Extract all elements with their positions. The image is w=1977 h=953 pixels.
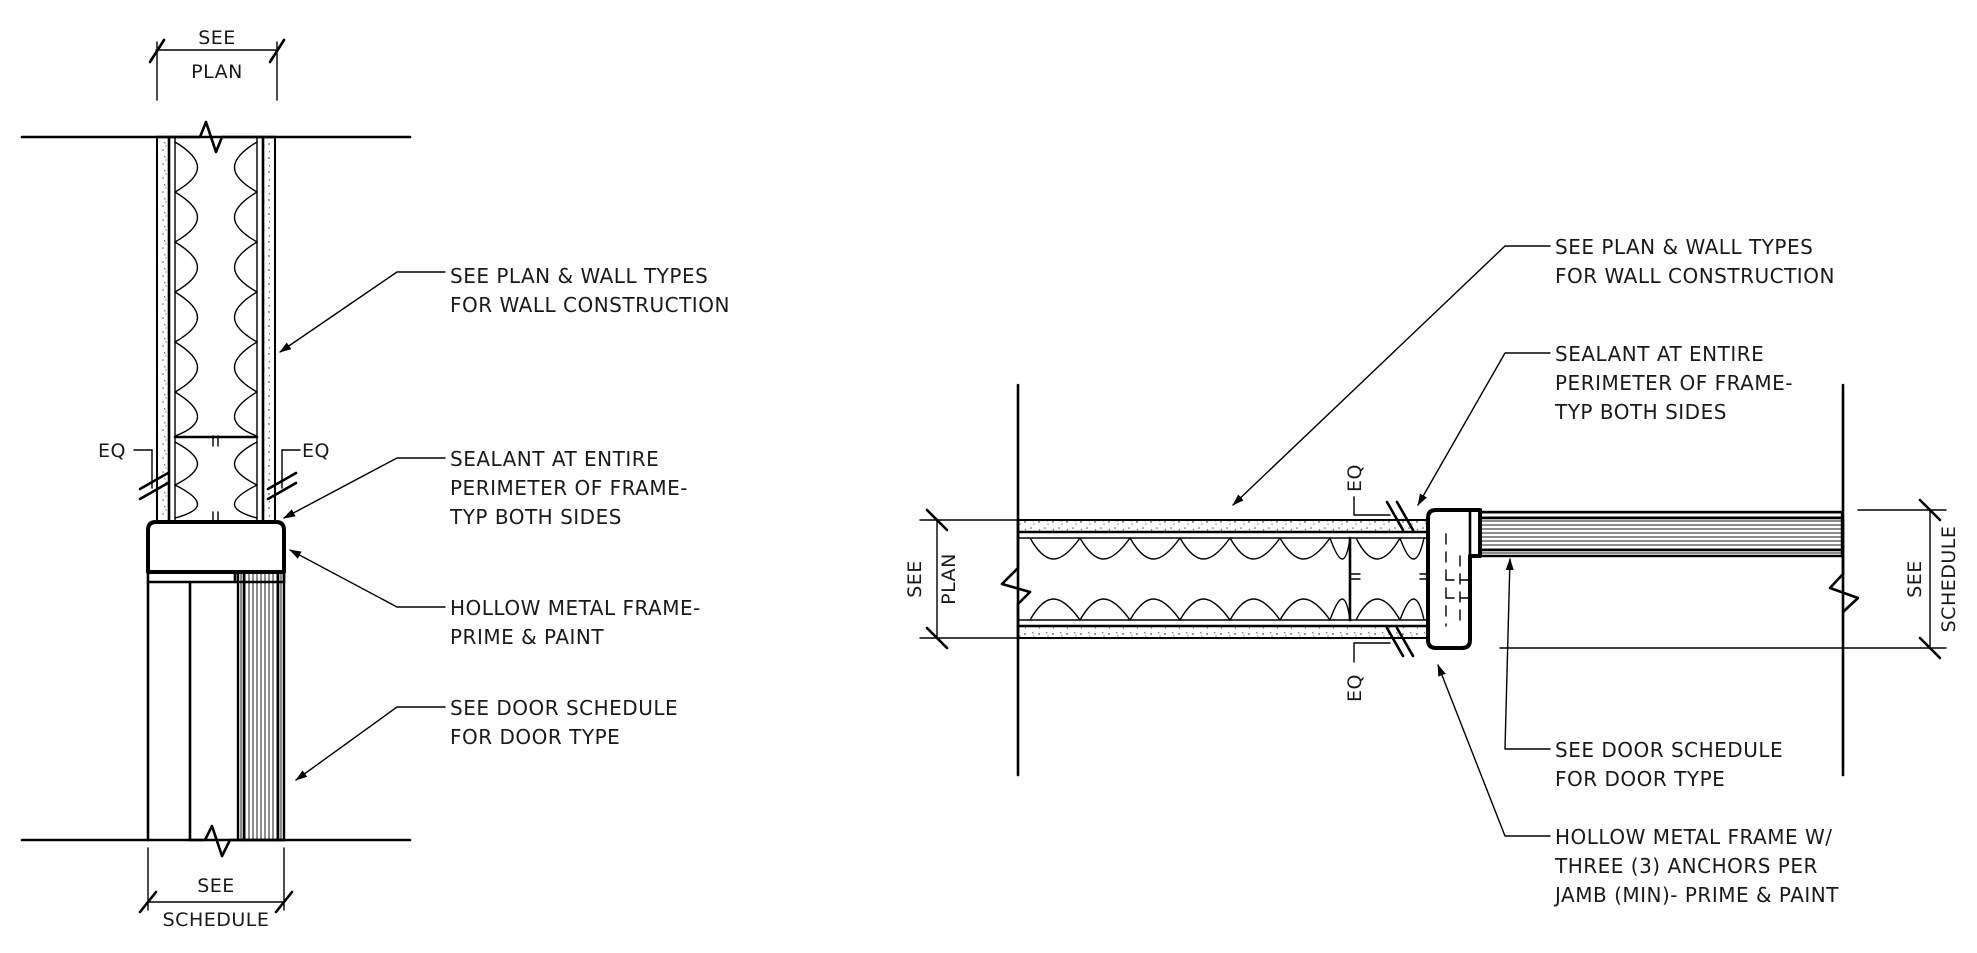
left-eq-marks: EQ EQ bbox=[98, 440, 330, 501]
right-dim-left-line1: SEE bbox=[904, 560, 926, 598]
right-note-frame-line2: THREE (3) ANCHORS PER bbox=[1554, 854, 1818, 878]
right-eq-bottom-label: EQ bbox=[1344, 674, 1366, 702]
left-note-door-line2: FOR DOOR TYPE bbox=[450, 725, 620, 749]
left-note-frame-line1: HOLLOW METAL FRAME- bbox=[450, 596, 701, 620]
right-eq-marks: EQ EQ bbox=[1344, 464, 1415, 702]
right-dim-right-line2: SCHEDULE bbox=[1938, 526, 1960, 633]
left-leaders bbox=[279, 271, 446, 781]
right-note-door-line2: FOR DOOR TYPE bbox=[1555, 767, 1725, 791]
right-frame-jamb bbox=[1426, 508, 1482, 650]
right-door-leaf bbox=[1478, 510, 1860, 614]
left-notes: SEE PLAN & WALL TYPES FOR WALL CONSTRUCT… bbox=[449, 264, 730, 749]
right-note-sealant-line3: TYP BOTH SIDES bbox=[1554, 400, 1727, 424]
left-wall-section bbox=[155, 120, 277, 524]
right-dim-left-line2: PLAN bbox=[938, 553, 960, 605]
left-note-sealant-line1: SEALANT AT ENTIRE bbox=[450, 447, 659, 471]
left-note-sealant-line3: TYP BOTH SIDES bbox=[449, 505, 622, 529]
right-eq-top-label: EQ bbox=[1344, 464, 1366, 492]
left-eq-left-label: EQ bbox=[98, 440, 126, 462]
left-jamb-door bbox=[146, 570, 286, 858]
left-note-wall-line2: FOR WALL CONSTRUCTION bbox=[450, 293, 730, 317]
right-dim-left: SEE PLAN bbox=[904, 508, 1019, 650]
right-note-door-line1: SEE DOOR SCHEDULE bbox=[1555, 738, 1783, 762]
left-dim-top: SEE PLAN bbox=[148, 27, 286, 101]
right-note-wall-line2: FOR WALL CONSTRUCTION bbox=[1555, 264, 1835, 288]
left-note-door-line1: SEE DOOR SCHEDULE bbox=[450, 696, 678, 720]
right-note-wall-line1: SEE PLAN & WALL TYPES bbox=[1555, 235, 1813, 259]
left-detail: SEE PLAN bbox=[20, 27, 730, 931]
right-note-sealant-line2: PERIMETER OF FRAME- bbox=[1555, 371, 1793, 395]
left-dim-top-line1: SEE bbox=[198, 27, 236, 49]
left-note-wall-line1: SEE PLAN & WALL TYPES bbox=[450, 264, 708, 288]
right-dim-right: SEE SCHEDULE bbox=[1499, 498, 1960, 660]
right-notes: SEE PLAN & WALL TYPES FOR WALL CONSTRUCT… bbox=[1553, 235, 1839, 907]
right-detail: SEE PLAN bbox=[904, 235, 1960, 907]
right-wall-section bbox=[1000, 518, 1430, 640]
right-note-sealant-line1: SEALANT AT ENTIRE bbox=[1555, 342, 1764, 366]
left-dim-bottom-line1: SEE bbox=[197, 875, 235, 897]
right-note-frame-line1: HOLLOW METAL FRAME W/ bbox=[1555, 825, 1833, 849]
right-dim-right-line1: SEE bbox=[1904, 560, 1926, 598]
left-eq-right-label: EQ bbox=[302, 440, 330, 462]
left-dim-top-line2: PLAN bbox=[191, 61, 243, 83]
right-leaders bbox=[1232, 245, 1551, 837]
left-dim-bottom-line2: SCHEDULE bbox=[163, 909, 270, 931]
left-note-sealant-line2: PERIMETER OF FRAME- bbox=[450, 476, 688, 500]
right-note-frame-line3: JAMB (MIN)- PRIME & PAINT bbox=[1553, 883, 1839, 907]
left-dim-bottom: SEE SCHEDULE bbox=[138, 847, 294, 931]
left-note-frame-line2: PRIME & PAINT bbox=[450, 625, 604, 649]
